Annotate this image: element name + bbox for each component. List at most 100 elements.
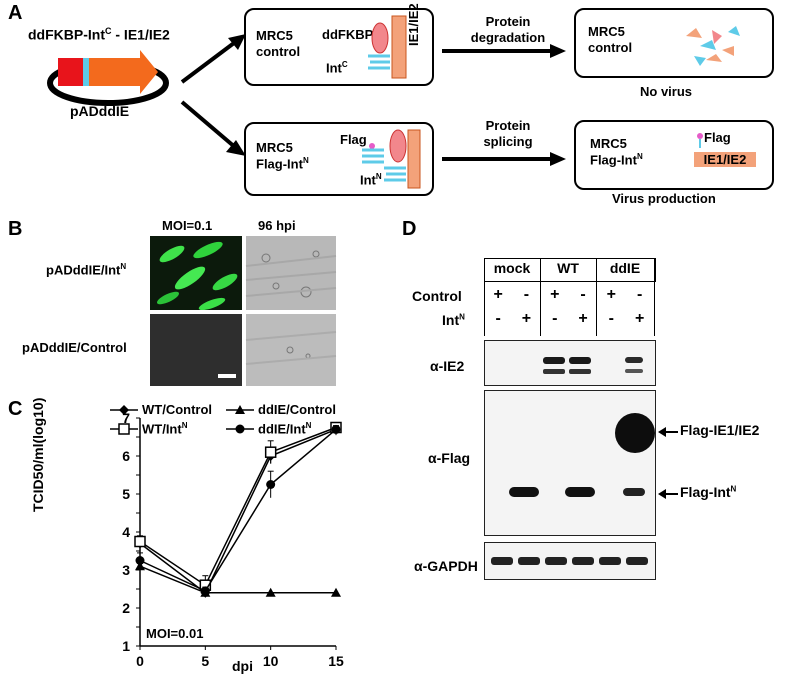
legend-marker: [118, 423, 130, 435]
ddfkbp-ie-fusion-protein: [368, 15, 407, 79]
x-tick-label: 15: [328, 653, 344, 669]
construct-label: ddFKBP-IntC - IE1/IE2: [28, 26, 170, 43]
plasmid-name: pADddIE: [70, 103, 130, 119]
panel-letter-c: C: [8, 398, 23, 420]
group-ddie: ddIE: [609, 260, 641, 276]
panel-letter-b: B: [8, 218, 23, 240]
label-flag-ie: Flag-IE1/IE2: [680, 422, 760, 438]
sign-cell: +: [634, 310, 645, 327]
row1-label: pADddIE/IntN: [46, 262, 127, 278]
y-tick-label: 7: [122, 410, 130, 426]
moi-column-label: MOI=0.1: [162, 218, 213, 233]
chart-ylabel: TCID50/ml(log10): [30, 397, 46, 512]
sign-cell: +: [550, 286, 560, 303]
ddfkbp-segment: [58, 58, 83, 86]
legend-marker: [235, 405, 245, 414]
y-tick-label: 6: [122, 448, 130, 464]
plasmid-diagram: [47, 50, 169, 106]
data-point: [135, 556, 145, 565]
group-mock: mock: [493, 260, 531, 276]
sign-cell: +: [606, 286, 616, 303]
y-tick-label: 4: [122, 524, 130, 540]
legend-label: ddIE/IntN: [258, 421, 312, 437]
row2-label: pADddIE/Control: [22, 340, 127, 355]
group-divider: [654, 258, 655, 336]
splicing-arrow: [442, 152, 566, 166]
blot-ie2: [484, 340, 656, 386]
no-virus-caption: No virus: [640, 84, 693, 99]
data-point: [200, 586, 210, 596]
sign-cell: +: [578, 310, 588, 327]
cell-line-label: MRC5: [256, 28, 293, 43]
hpi-column-label: 96 hpi: [258, 218, 296, 233]
group-divider: [596, 258, 597, 336]
brightfield-image-control: [245, 314, 337, 386]
sign-cell: -: [608, 310, 614, 327]
x-tick-label: 0: [136, 653, 144, 669]
blot-label-flag: α-Flag: [428, 450, 471, 466]
intn-and-fusion-protein: [362, 129, 421, 189]
moi-annotation: MOI=0.01: [146, 626, 204, 641]
intn-label: IntN: [360, 172, 382, 188]
intc-segment: [83, 58, 89, 86]
sign-cell: -: [552, 310, 558, 327]
mrc5-control-box: MRC5 control ddFKBP IntC IE1/IE2: [244, 3, 434, 86]
intn-row-label: IntN: [442, 312, 465, 328]
cell-sub-label: Flag-IntN: [256, 156, 309, 172]
cell-sub-label: control: [588, 40, 633, 55]
fluorescence-image-control: [150, 314, 242, 386]
blot-label-gapdh: α-GAPDH: [414, 558, 478, 574]
mrc5-flag-intn-box: MRC5 Flag-IntN Flag IntN: [244, 122, 434, 196]
no-virus-box: MRC5 control: [574, 8, 774, 78]
panel-letter-d: D: [402, 218, 417, 240]
x-tick-label: 10: [263, 653, 279, 669]
series-line: [139, 426, 337, 587]
data-point: [264, 446, 277, 458]
series-line: [139, 428, 337, 594]
sign-cell: -: [523, 286, 530, 303]
flag-label: Flag: [340, 132, 367, 147]
series-line: [139, 565, 336, 594]
group-wt: WT: [557, 260, 579, 276]
y-tick-label: 5: [122, 486, 130, 502]
flag-label: Flag: [704, 130, 731, 145]
data-point: [266, 480, 276, 489]
label-flag-intn: Flag-IntN: [680, 484, 737, 500]
sign-cell: -: [495, 310, 501, 327]
ddfkbp-label: ddFKBP: [322, 27, 374, 42]
legend-marker: [119, 405, 129, 415]
data-point: [331, 424, 341, 434]
sign-cell: +: [493, 286, 503, 303]
legend-label: WT/Control: [142, 402, 213, 417]
legend-label: WT/IntN: [142, 421, 188, 437]
split-arrows: [180, 34, 246, 156]
data-point: [265, 587, 276, 597]
series-line: [139, 428, 337, 592]
ie-gene-arrow: [89, 50, 158, 94]
legend-marker: [235, 424, 245, 434]
flag-tag-glyph: [697, 133, 703, 148]
data-point: [331, 587, 341, 597]
sign-cell: -: [580, 286, 586, 303]
sign-cell: -: [636, 286, 643, 303]
panel-letter-a: A: [8, 2, 23, 24]
flag-ie-product: IE1/IE2: [694, 152, 756, 167]
y-tick-label: 1: [122, 638, 130, 654]
cell-line-label: MRC5: [256, 140, 293, 155]
group-divider: [540, 258, 541, 336]
fluorescence-image-intn: [150, 236, 242, 310]
blot-label-ie2: α-IE2: [430, 358, 465, 374]
scale-bar: [218, 374, 236, 378]
group-divider: [484, 258, 485, 336]
y-tick-label: 3: [122, 562, 130, 578]
cell-sub-label: Flag-IntN: [590, 152, 643, 168]
cell-line-label: MRC5: [590, 136, 627, 151]
arrow-flag-intn: [658, 489, 678, 499]
cell-line-label: MRC5: [588, 24, 625, 39]
brightfield-image-intn: [245, 236, 337, 310]
control-row-label: Control: [412, 288, 462, 304]
virus-production-box: MRC5 Flag-IntN Flag IE1/IE2: [574, 120, 774, 190]
cell-sub-label: control: [256, 44, 301, 59]
